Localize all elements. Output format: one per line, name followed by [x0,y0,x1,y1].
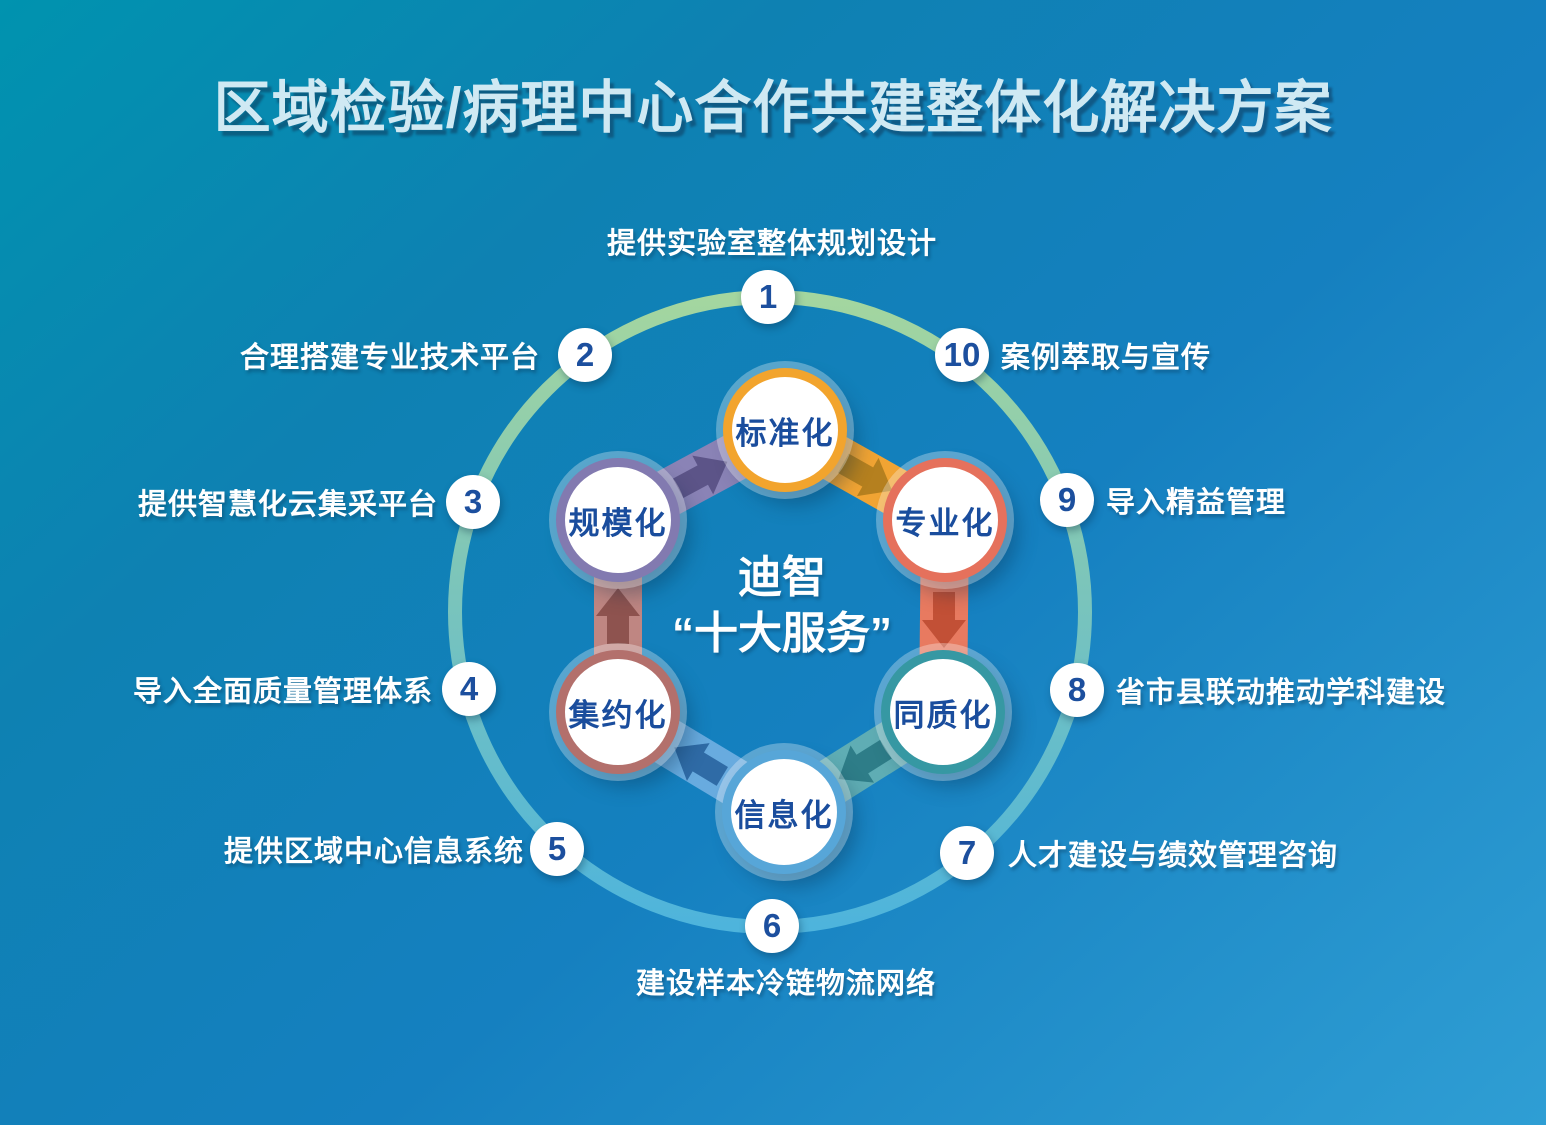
arrow-to-specialization-icon [837,453,893,497]
service-badge-9: 9 [1040,473,1094,527]
center-slogan-line2: “十大服务” [672,609,892,658]
hex-node-scale: 规模化 [556,458,680,582]
arrow-to-informatization-icon [838,739,892,783]
hex-node-label: 同质化 [893,697,993,733]
badge-number: 8 [1067,671,1087,708]
badge-number: 3 [463,483,483,520]
hex-node-label: 标准化 [735,415,835,451]
service-badge-5: 5 [530,822,584,876]
service-badge-1: 1 [741,270,795,324]
hex-node-label: 规模化 [568,505,668,541]
service-label-8: 省市县联动推动学科建设 [1116,677,1447,709]
service-label-2: 合理搭建专业技术平台 [239,342,540,374]
badge-number: 4 [459,670,479,707]
service-label-5: 提供区域中心信息系统 [223,836,524,868]
hex-node-label: 专业化 [895,505,995,541]
service-label-6: 建设样本冷链物流网络 [635,968,937,1000]
badge-number: 10 [943,336,981,373]
hex-node-informatization: 信息化 [722,750,846,874]
arrow-to-intensification-icon [674,743,728,786]
service-badge-6: 6 [745,899,799,953]
service-badge-8: 8 [1050,663,1104,717]
service-label-4: 导入全面质量管理体系 [132,676,433,708]
service-label-3: 提供智慧化云集采平台 [137,489,438,521]
service-label-9: 导入精益管理 [1106,487,1287,519]
badge-number: 6 [762,907,782,944]
arrow-to-standardization-icon [672,455,728,499]
service-label-1: 提供实验室整体规划设计 [606,228,938,260]
service-label-7: 人才建设与绩效管理咨询 [1008,840,1339,872]
arrow-to-homogenization-icon [922,592,966,648]
flow-arrows [596,453,966,786]
hex-node-intensification: 集约化 [556,650,680,774]
center-slogan: 迪智 “十大服务” [672,550,892,662]
page-title: 区域检验/病理中心合作共建整体化解决方案 [213,76,1333,140]
service-label-10: 案例萃取与宣传 [1001,342,1212,374]
service-badge-2: 2 [558,328,612,382]
hex-node-specialization: 专业化 [883,458,1007,582]
service-badge-10: 10 [935,328,989,382]
hex-node-label: 集约化 [568,697,668,733]
hex-node-homogenization: 同质化 [881,650,1005,774]
service-badge-7: 7 [940,826,994,880]
arrow-to-scale-icon [596,588,640,644]
badge-number: 2 [575,336,595,373]
badge-number: 9 [1057,481,1077,518]
badge-number: 5 [547,830,567,867]
service-badge-3: 3 [446,475,500,529]
service-badge-4: 4 [442,662,496,716]
badge-number: 1 [758,278,778,315]
badge-number: 7 [957,834,977,871]
hex-node-label: 信息化 [734,797,834,833]
center-slogan-line1: 迪智 [738,553,826,602]
hex-node-standardization: 标准化 [723,368,847,492]
